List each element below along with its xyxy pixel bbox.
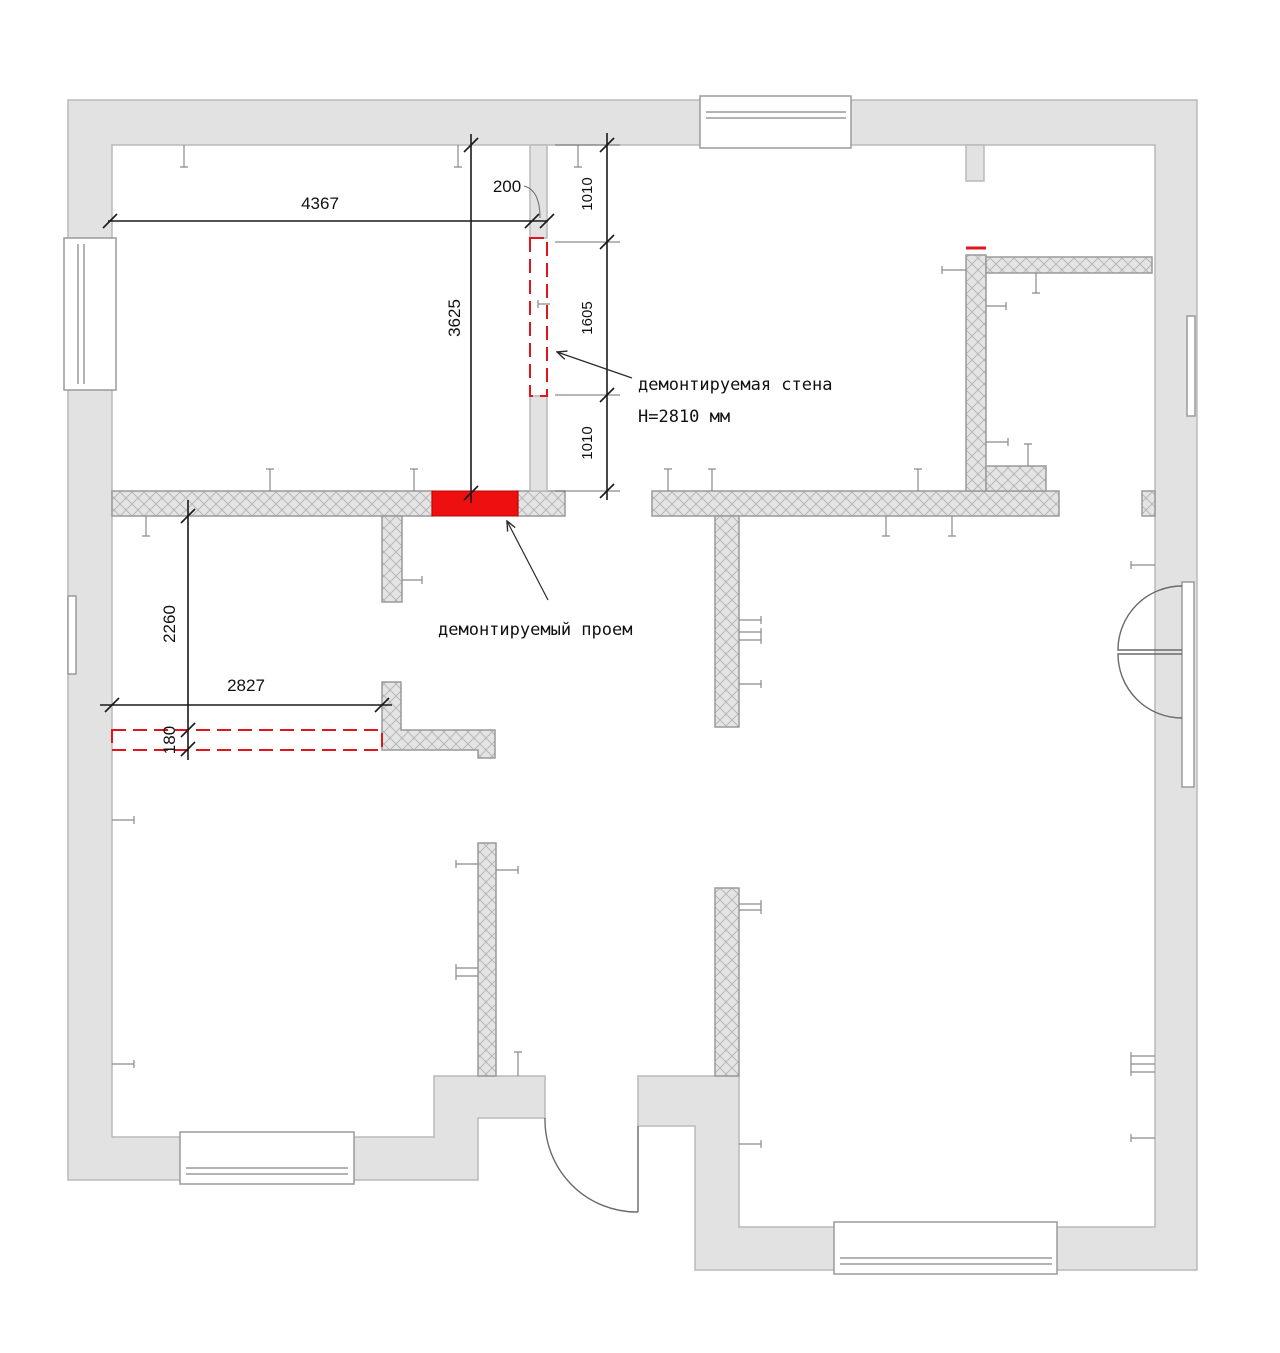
socket-icon — [739, 906, 762, 914]
socket-icon — [986, 302, 1007, 310]
dimension-label-1010-top: 1010 — [579, 177, 596, 210]
dimension-label-180: 180 — [160, 726, 179, 754]
socket-icon — [1024, 443, 1032, 466]
note-demolished-wall: демонтируемая стена — [638, 375, 832, 395]
interior-wall-horizontal-right — [651, 490, 1060, 517]
interior-wall-lower-right — [714, 887, 740, 1077]
socket-icon — [914, 468, 922, 491]
window-top — [699, 95, 852, 149]
leader-arrows — [507, 352, 633, 601]
socket-icon — [537, 300, 550, 308]
socket-icon — [1130, 1052, 1155, 1060]
dimension-label-2260: 2260 — [160, 605, 179, 643]
dimension-label-1010-bottom: 1010 — [579, 426, 596, 459]
window-right-upper — [1186, 315, 1196, 417]
socket-icon — [739, 636, 762, 644]
socket-icon — [739, 900, 762, 908]
dimension-label-4367: 4367 — [301, 194, 339, 213]
socket-icon — [739, 680, 762, 688]
socket-markers — [112, 145, 1155, 1148]
annotation-notes: демонтируемая стена H=2810 мм демонтируе… — [438, 375, 832, 640]
window-bottom-right — [833, 1221, 1058, 1275]
socket-icon — [574, 145, 582, 168]
balcony-door-upper-swing — [1117, 585, 1183, 651]
interior-wall-vertical-center — [714, 515, 740, 728]
socket-icon — [112, 1060, 135, 1068]
window-left-middle — [67, 595, 77, 675]
dimension-lines — [100, 133, 620, 760]
demolished-wall-horizontal — [111, 729, 383, 751]
demolished-opening-fill — [431, 490, 519, 517]
socket-icon — [266, 468, 274, 491]
dimension-label-3625: 3625 — [445, 299, 464, 337]
socket-icon — [455, 964, 478, 972]
socket-icon — [455, 972, 478, 980]
entrance-door-swing — [544, 1117, 639, 1213]
windows — [63, 95, 1196, 1275]
socket-icon — [454, 145, 462, 168]
window-left-upper — [63, 237, 117, 391]
demolition-elements — [111, 237, 986, 751]
socket-icon — [1130, 1068, 1155, 1076]
socket-icon — [514, 1051, 522, 1076]
interior-walls — [111, 144, 1156, 1077]
socket-icon — [142, 516, 150, 537]
socket-icon — [739, 628, 762, 636]
socket-icon — [1032, 273, 1040, 294]
note-wall-height: H=2810 мм — [638, 407, 730, 427]
partition-lower-segment — [529, 395, 548, 492]
window-right-door — [1181, 581, 1195, 788]
socket-icon — [1130, 561, 1155, 569]
socket-icon — [708, 468, 716, 491]
interior-wall-closet — [381, 515, 403, 603]
interior-wall-horizontal-left — [111, 490, 433, 517]
socket-icon — [1130, 1134, 1155, 1142]
socket-icon — [986, 438, 1009, 446]
interior-wall-bath-block — [985, 465, 1047, 492]
socket-icon — [882, 516, 890, 537]
socket-icon — [402, 576, 423, 584]
note-demolished-opening: демонтируемый проем — [438, 620, 632, 640]
socket-icon — [948, 516, 956, 537]
dimension-label-1605: 1605 — [579, 301, 596, 334]
interior-wall-bath-vertical — [965, 254, 987, 492]
leader-arrow-demolished-wall — [557, 352, 633, 379]
socket-icon — [496, 866, 519, 874]
interior-wall-right-stub — [1141, 490, 1156, 517]
doors — [544, 585, 1183, 1213]
dimension-label-200: 200 — [493, 177, 521, 196]
socket-icon — [664, 468, 672, 491]
socket-icon — [112, 816, 135, 824]
dimension-labels: 4367 200 3625 1010 1605 1010 2260 2827 1… — [160, 177, 596, 754]
leader-arrow-demolished-opening — [507, 521, 549, 601]
demolished-wall-vertical — [529, 237, 548, 397]
dimension-label-2827: 2827 — [227, 676, 265, 695]
interior-wall-horizontal-stub — [517, 490, 566, 517]
socket-icon — [941, 266, 966, 274]
socket-icon — [455, 860, 478, 868]
balcony-door-lower-swing — [1117, 653, 1183, 719]
interior-wall-bath-top — [985, 256, 1153, 274]
interior-wall-lower-left — [477, 842, 497, 1077]
socket-icon — [1130, 1060, 1155, 1068]
window-bottom-left — [179, 1131, 355, 1185]
column-stub — [965, 144, 985, 182]
interior-wall-l-shape — [381, 681, 496, 759]
socket-icon — [739, 1140, 762, 1148]
socket-icon — [739, 616, 762, 624]
socket-icon — [410, 468, 418, 491]
socket-icon — [180, 145, 188, 168]
